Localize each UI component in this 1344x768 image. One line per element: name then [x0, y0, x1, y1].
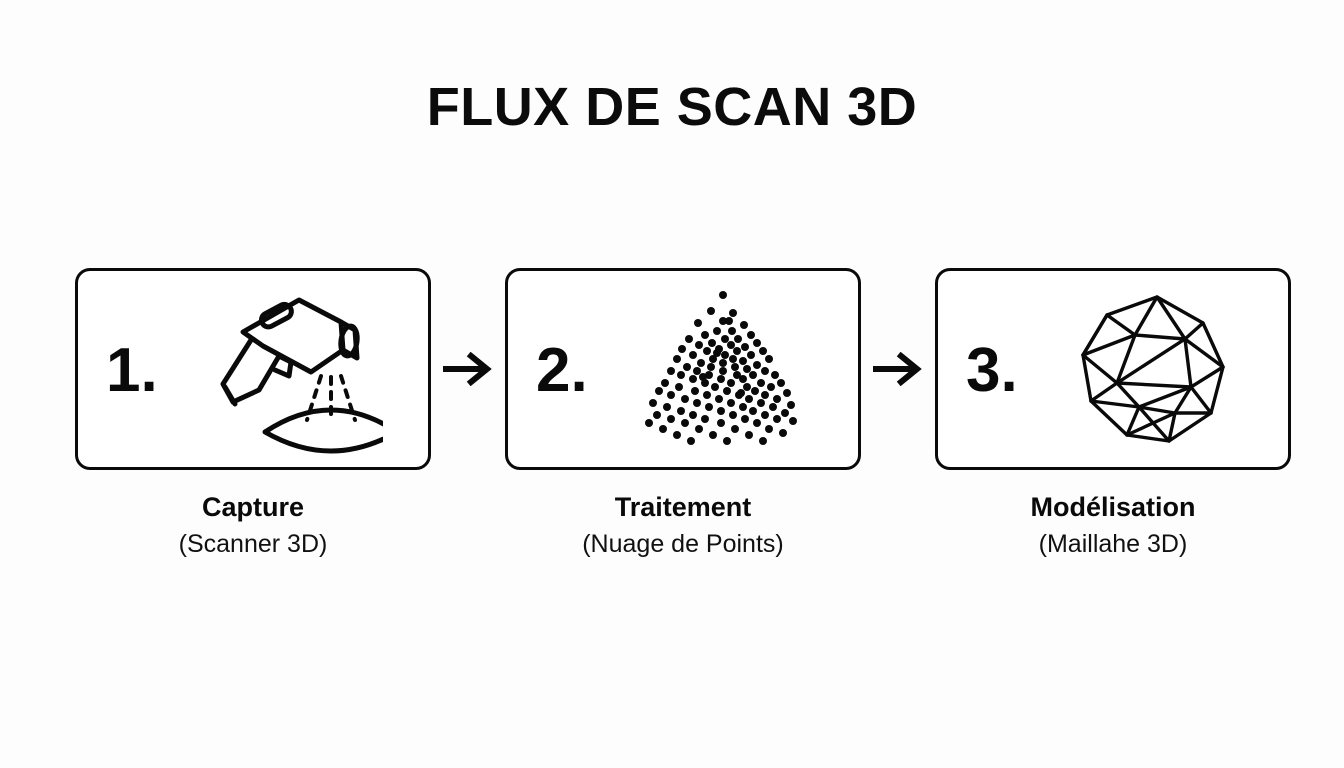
polygon-mesh-icon: [1018, 271, 1288, 467]
workflow-row: 1.: [75, 268, 1291, 560]
workflow-step-capture: 1.: [75, 268, 431, 560]
step-caption-sub-2: (Nuage de Points): [582, 529, 784, 558]
step-number-3: 3.: [966, 336, 1018, 405]
workflow-step-modelisation: 3.: [935, 268, 1291, 560]
step-caption-1: Capture (Scanner 3D): [75, 492, 431, 560]
step-card-2[interactable]: 2.: [505, 268, 861, 470]
step-number-2: 2.: [536, 336, 588, 405]
workflow-step-traitement: 2.: [505, 268, 861, 560]
step-card-3[interactable]: 3.: [935, 268, 1291, 470]
point-cloud-icon: [588, 271, 858, 467]
step-card-1[interactable]: 1.: [75, 268, 431, 470]
step-number-1: 1.: [106, 336, 158, 405]
arrow-right-icon-1: [431, 268, 505, 470]
step-caption-title-1: Capture: [201, 492, 304, 522]
step-caption-3: Modélisation (Maillahe 3D): [935, 492, 1291, 560]
step-caption-sub-3: (Maillahe 3D): [1038, 529, 1188, 558]
step-caption-2: Traitement (Nuage de Points): [505, 492, 861, 560]
step-caption-title-2: Traitement: [614, 492, 752, 522]
handheld-3d-scanner-icon: [158, 271, 428, 467]
step-caption-sub-1: (Scanner 3D): [178, 529, 328, 558]
page-title: FLUX DE SCAN 3D: [426, 77, 918, 137]
arrow-right-icon-2: [861, 268, 935, 470]
step-caption-title-3: Modélisation: [1030, 492, 1196, 522]
